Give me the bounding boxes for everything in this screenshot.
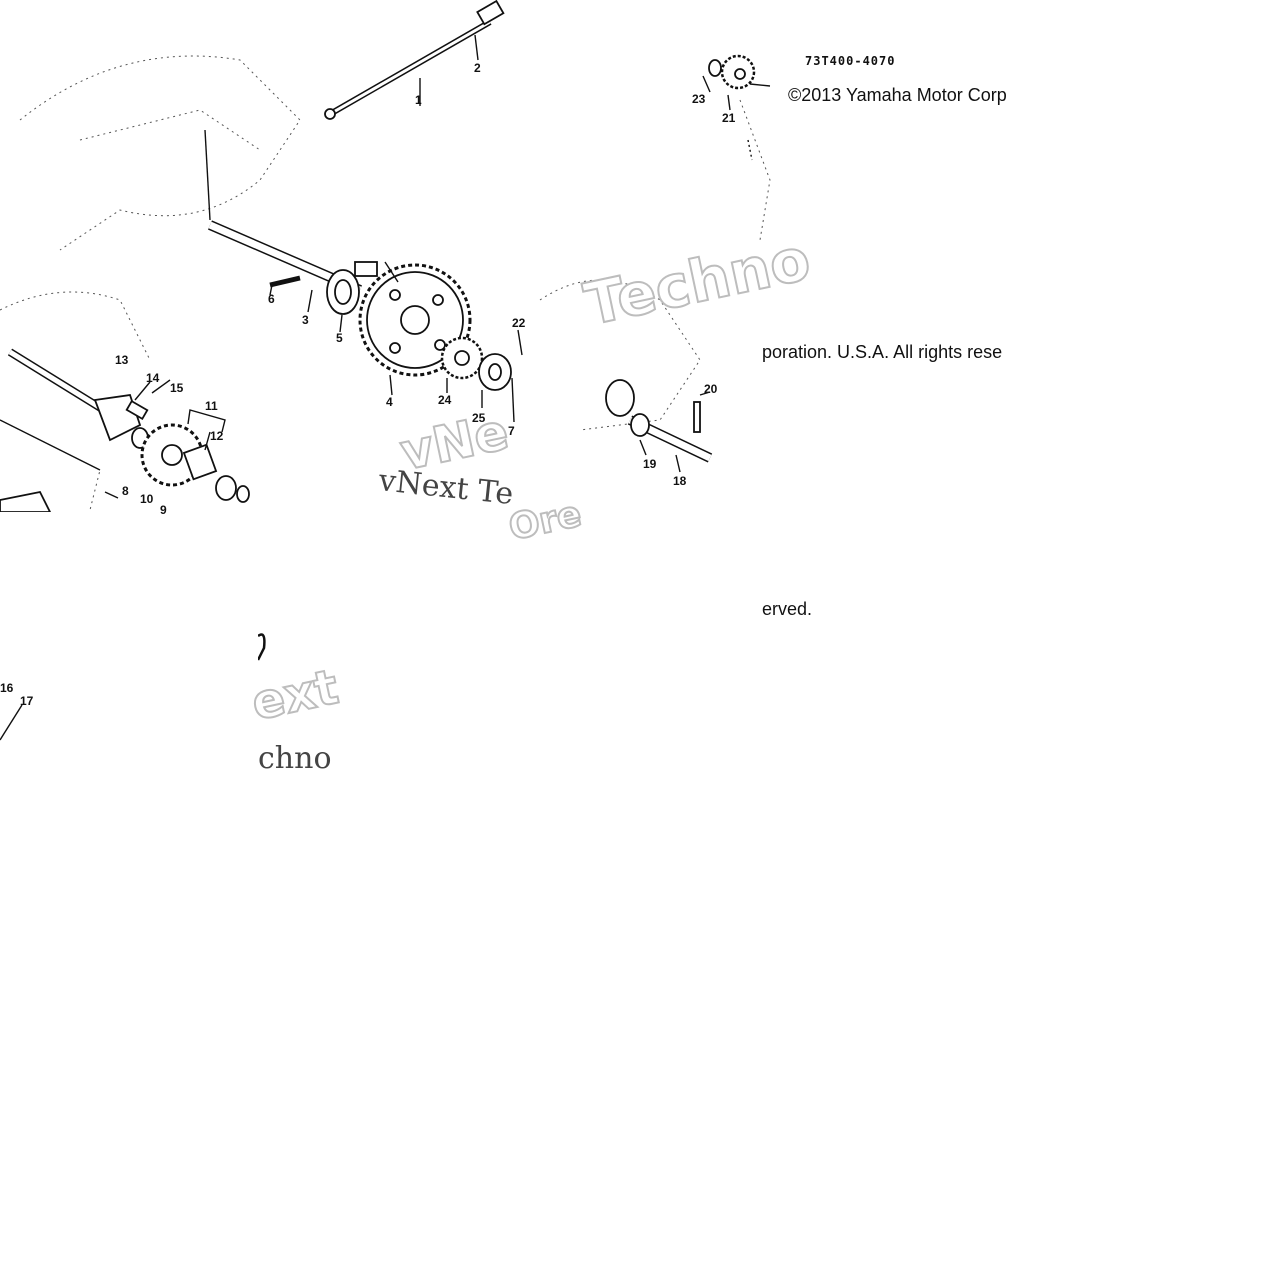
crop-mask-center	[258, 520, 778, 620]
crop-mask-left	[0, 512, 258, 692]
callout-21: 21	[722, 111, 736, 125]
gear-24-collar-25	[440, 329, 523, 423]
callout-14: 14	[146, 371, 160, 385]
callout-4: 4	[386, 395, 393, 409]
callout-19: 19	[643, 457, 657, 471]
pin-20	[693, 401, 701, 433]
main-shaft	[208, 220, 362, 333]
copyright-line-1: ©2013 Yamaha Motor Corp	[788, 85, 1007, 105]
callout-2: 2	[474, 61, 481, 75]
callout-24: 24	[438, 393, 452, 407]
callout-20: 20	[704, 382, 718, 396]
leader-2	[474, 34, 479, 61]
watermark-vnext: vNext Te	[376, 463, 515, 512]
watermark-chno: chno	[258, 741, 332, 776]
callout-17: 17	[20, 694, 34, 708]
watermark-ore: Ore	[505, 494, 585, 549]
callout-10: 10	[140, 492, 154, 506]
callout-18: 18	[673, 474, 687, 488]
right-assembly	[605, 379, 713, 473]
gear-21-23	[702, 54, 771, 161]
callouts: 1 2 3 4 5 6 7 8 9 10 11 12 13 14 15 16 1…	[0, 61, 736, 708]
callout-22: 22	[512, 316, 526, 330]
diagram-code: 73T400-4070	[805, 54, 895, 68]
watermark-ext: ext	[247, 659, 343, 732]
housing-edge	[204, 129, 211, 221]
collar-12	[182, 443, 218, 481]
leader-16-17	[0, 704, 23, 741]
callout-1: 1	[415, 93, 422, 107]
callout-8: 8	[122, 484, 129, 498]
callout-16: 16	[0, 681, 14, 695]
key-6	[269, 275, 301, 288]
fragment-center	[256, 633, 266, 661]
callout-6: 6	[268, 292, 275, 306]
lower-left-assembly	[0, 348, 250, 741]
callout-12: 12	[210, 429, 224, 443]
callout-15: 15	[170, 381, 184, 395]
callout-5: 5	[336, 331, 343, 345]
gear-4	[354, 261, 472, 396]
callout-9: 9	[160, 503, 167, 517]
callout-11: 11	[205, 399, 218, 413]
housing-sketch	[0, 55, 771, 511]
callout-7: 7	[508, 424, 515, 438]
callout-23: 23	[692, 92, 706, 106]
copyright-line-2: poration. U.S.A. All rights rese	[762, 342, 1002, 362]
callout-25: 25	[472, 411, 486, 425]
shaft-assembly-top	[324, 0, 505, 120]
callout-13: 13	[115, 353, 129, 367]
callout-3: 3	[302, 313, 309, 327]
watermark-techno: Techno	[579, 225, 816, 339]
housing-edge-lower	[0, 419, 101, 471]
bolt-14	[125, 399, 149, 421]
copyright-line-3: erved.	[762, 599, 812, 619]
